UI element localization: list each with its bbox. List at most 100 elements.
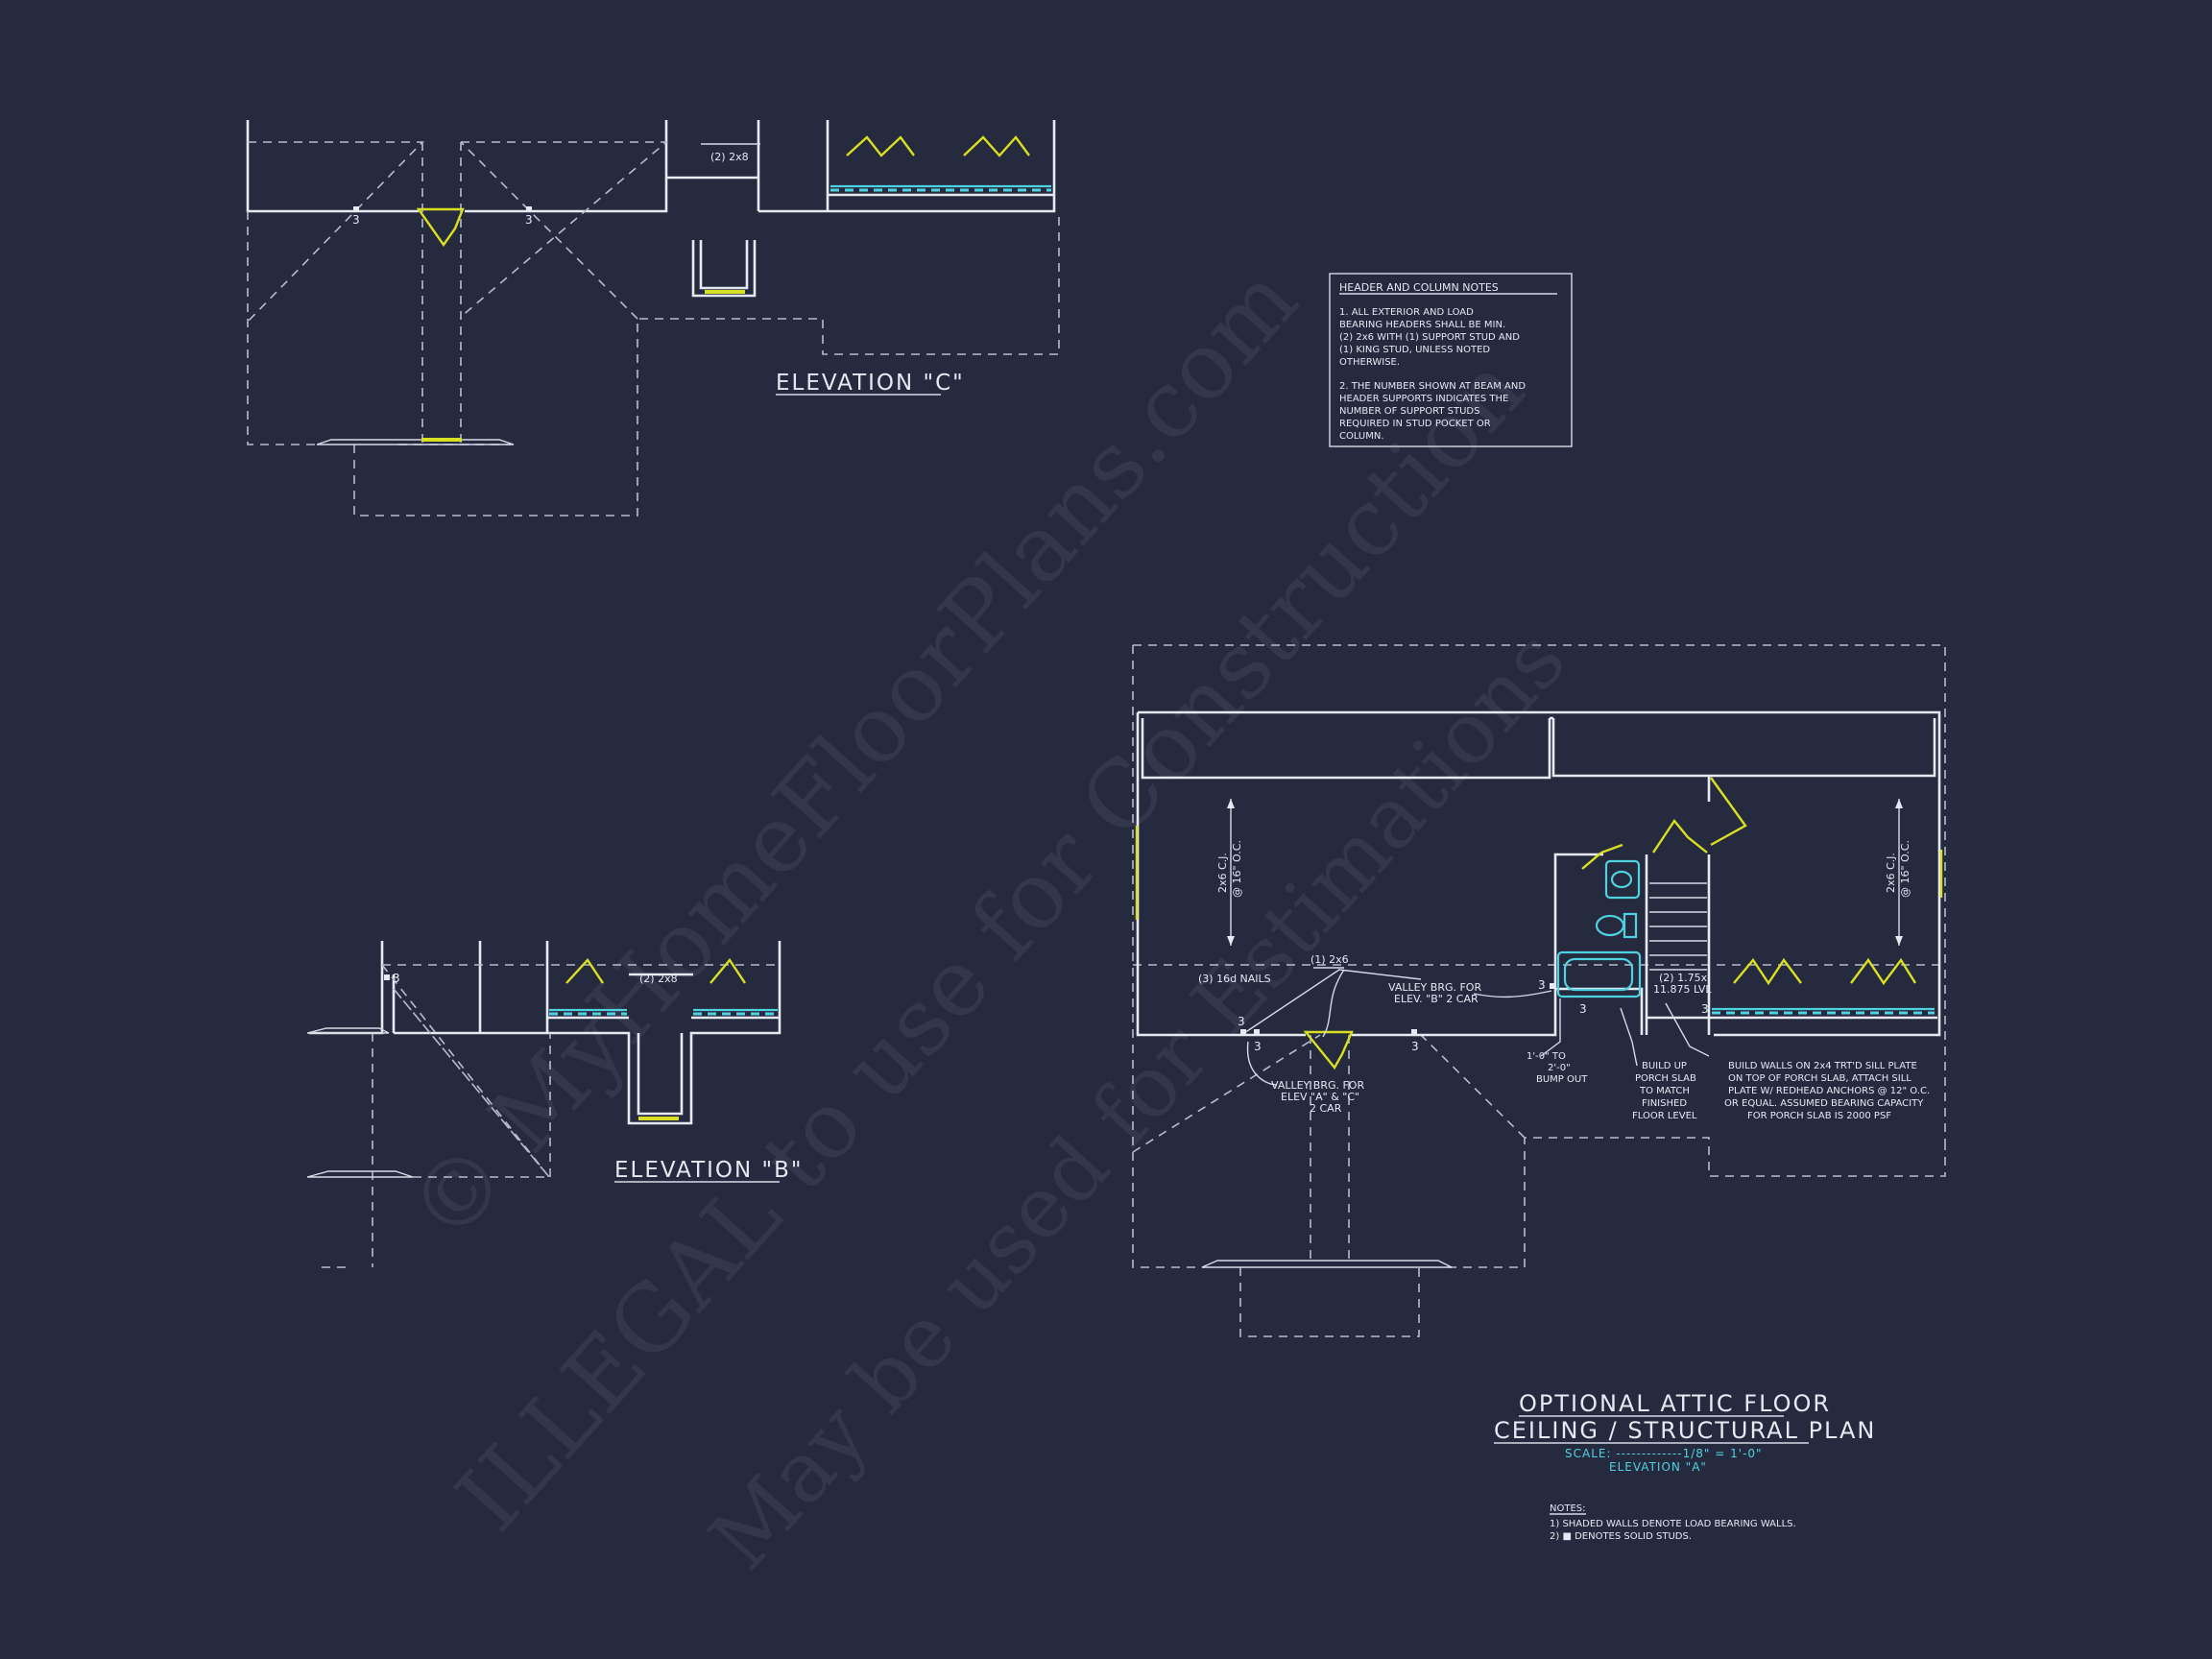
- note1-line-3: (2) 2x6 WITH (1) SUPPORT STUD AND: [1339, 332, 1520, 343]
- build-walls-line-2: ON TOP OF PORCH SLAB, ATTACH SILL: [1728, 1073, 1911, 1084]
- watermark: © MyHomeFloorPlans.com ILLEGAL to use fo…: [388, 247, 1585, 1588]
- lvl-line-1: (2) 1.75x: [1659, 972, 1708, 984]
- elevation-c-stud-left-icon: [353, 206, 359, 212]
- elevation-b-header-size: (2) 2x8: [639, 973, 678, 985]
- attic-stud-count-3: 3: [1411, 1040, 1419, 1053]
- bathtub-icon: [1556, 950, 1642, 998]
- notes-heading: HEADER AND COLUMN NOTES: [1339, 281, 1499, 294]
- elevation-c-stud-right-count: 3: [525, 213, 533, 227]
- attic-stud-icon-1: [1240, 1029, 1246, 1035]
- valley-bearing-leader: [1240, 969, 1710, 1086]
- elevation-c-plan: 3 3 (2) 2x8 ELEVATION "C": [246, 120, 1060, 517]
- elevation-b-dormer-icon-2: [709, 957, 746, 984]
- elevation-b-slab-upper: [306, 1027, 390, 1034]
- elevation-b-dormer-icon: [565, 958, 604, 984]
- elevation-c-slab: [316, 439, 515, 445]
- elevation-c-roof-lines: [247, 141, 1060, 517]
- note2-line-1: 2. THE NUMBER SHOWN AT BEAM AND: [1339, 381, 1526, 392]
- attic-stud-icon-4: [1550, 983, 1555, 989]
- lavatory-icon: [1604, 859, 1641, 900]
- elevation-c-title: ELEVATION "C": [776, 371, 965, 396]
- elevation-c-stud-right-icon: [526, 206, 532, 212]
- note1-line-2: BEARING HEADERS SHALL BE MIN.: [1339, 320, 1505, 330]
- attic-stud-count-4: 3: [1538, 978, 1546, 992]
- elevation-c-bearing-bar-bottom: [421, 438, 462, 442]
- note1-line-1: 1. ALL EXTERIOR AND LOAD: [1339, 307, 1474, 318]
- elevation-b-stud-icon: [384, 974, 390, 980]
- elevation-b-title: ELEVATION "B": [614, 1158, 803, 1183]
- elevation-b-slab: [306, 1170, 414, 1178]
- cj-right-size: 2x6 C.J.: [1885, 853, 1897, 893]
- elevation-c-dormer-icon: [846, 135, 915, 157]
- plan-title-block: OPTIONAL ATTIC FLOOR CEILING / STRUCTURA…: [1494, 1390, 1876, 1474]
- attic-dormer-icon: [1733, 957, 1802, 986]
- attic-stud-count-5: 3: [1579, 1002, 1587, 1016]
- cj-right-spacing: @ 16" O.C.: [1899, 840, 1911, 898]
- porch-slab-line-2: PORCH SLAB: [1635, 1073, 1696, 1084]
- plan-elevation: ELEVATION "A": [1609, 1460, 1707, 1474]
- attic-door-swing-icon: [1303, 1030, 1354, 1070]
- attic-entry-door-icon: [1710, 777, 1747, 847]
- notes-box: [1329, 273, 1573, 447]
- elevation-c-header-size: (2) 2x8: [710, 151, 749, 163]
- attic-roof-outline: [1132, 644, 1946, 1337]
- attic-stud-count-6: 3: [1701, 1002, 1709, 1016]
- note-line-1: 1) SHADED WALLS DENOTE LOAD BEARING WALL…: [1550, 1519, 1796, 1529]
- note2-line-5: COLUMN.: [1339, 431, 1384, 442]
- porch-slab-line-1: BUILD UP: [1642, 1061, 1687, 1071]
- bump-out-line-1: 1'-0" TO: [1527, 1051, 1566, 1062]
- elevation-b-stud-count: 3: [393, 972, 400, 985]
- notes-heading: NOTES:: [1550, 1503, 1586, 1514]
- toilet-tank-icon: [1623, 912, 1638, 939]
- note1-line-4: (1) KING STUD, UNLESS NOTED: [1339, 345, 1490, 355]
- plan-title-line-2: CEILING / STRUCTURAL PLAN: [1494, 1417, 1876, 1444]
- toilet-bowl-icon: [1595, 914, 1625, 937]
- note-line-2: 2) ■ DENOTES SOLID STUDS.: [1550, 1531, 1692, 1542]
- build-walls-line-5: FOR PORCH SLAB IS 2000 PSF: [1747, 1111, 1891, 1121]
- attic-stair-door-icon: [1652, 818, 1708, 854]
- build-walls-line-3: PLATE W/ REDHEAD ANCHORS @ 12" O.C.: [1728, 1086, 1930, 1096]
- bump-out-line-2: 2'-0": [1548, 1063, 1571, 1073]
- attic-interior-door-icon: [1581, 843, 1623, 870]
- note2-line-2: HEADER SUPPORTS INDICATES THE: [1339, 394, 1508, 404]
- attic-stair: [1649, 882, 1707, 971]
- nails-label: (3) 16d NAILS: [1198, 973, 1271, 985]
- watermark-line-2: ILLEGAL to use for Construction: [436, 336, 1545, 1551]
- elevation-c-stud-left-count: 3: [352, 213, 360, 227]
- porch-slab-line-3: TO MATCH: [1639, 1086, 1690, 1096]
- attic-stud-icon-3: [1411, 1029, 1417, 1035]
- cj-left-size: 2x6 C.J.: [1216, 853, 1229, 893]
- valley-ac-line-3: 2 CAR: [1310, 1102, 1342, 1115]
- cj-left-spacing: @ 16" O.C.: [1231, 840, 1243, 898]
- general-notes: NOTES: 1) SHADED WALLS DENOTE LOAD BEARI…: [1550, 1503, 1796, 1542]
- build-walls-line-4: OR EQUAL. ASSUMED BEARING CAPACITY: [1724, 1098, 1924, 1109]
- header-column-notes: HEADER AND COLUMN NOTES 1. ALL EXTERIOR …: [1329, 273, 1573, 447]
- build-walls-line-1: BUILD WALLS ON 2x4 TRT'D SILL PLATE: [1728, 1061, 1917, 1071]
- header-top-size: (1) 2x6: [1310, 953, 1349, 966]
- bump-out-line-3: BUMP OUT: [1536, 1074, 1588, 1085]
- elevation-c-door-swing-icon: [416, 207, 465, 248]
- note1-line-5: OTHERWISE.: [1339, 357, 1400, 368]
- note2-line-4: REQUIRED IN STUD POCKET OR: [1339, 419, 1491, 429]
- elevation-b-plan: 3 (2) 2x8 ELEVATION "B": [306, 941, 803, 1268]
- valley-ac-line-2: ELEV "A" & "C": [1281, 1091, 1359, 1103]
- attic-stud-icon-2: [1254, 1029, 1260, 1035]
- elevation-c-walls: [246, 120, 1056, 298]
- attic-stud-count-1: 3: [1238, 1015, 1245, 1028]
- valley-b-line-2: ELEV. "B" 2 CAR: [1394, 993, 1479, 1005]
- attic-slab: [1201, 1260, 1453, 1268]
- porch-slab-line-5: FLOOR LEVEL: [1632, 1111, 1697, 1121]
- attic-floor-plan: 2x6 C.J. @ 16" O.C. 2x6 C.J. @ 16" O.C. …: [1132, 644, 1946, 1337]
- lavatory-bowl-icon: [1610, 870, 1633, 889]
- valley-ac-line-1: VALLEY BRG. FOR: [1271, 1079, 1364, 1092]
- lvl-line-2: 11.875 LVL: [1653, 983, 1712, 996]
- elevation-c-bearing-bar: [705, 290, 745, 294]
- valley-b-line-1: VALLEY BRG. FOR: [1388, 981, 1481, 994]
- bathtub-basin-icon: [1563, 957, 1634, 992]
- attic-dormer-icon-2: [1850, 957, 1917, 986]
- elevation-c-dormer-icon-2: [963, 135, 1030, 157]
- attic-walls: [1136, 710, 1941, 1037]
- plan-title-line-1: OPTIONAL ATTIC FLOOR: [1519, 1390, 1831, 1417]
- elevation-b-bearing-bar: [638, 1117, 679, 1120]
